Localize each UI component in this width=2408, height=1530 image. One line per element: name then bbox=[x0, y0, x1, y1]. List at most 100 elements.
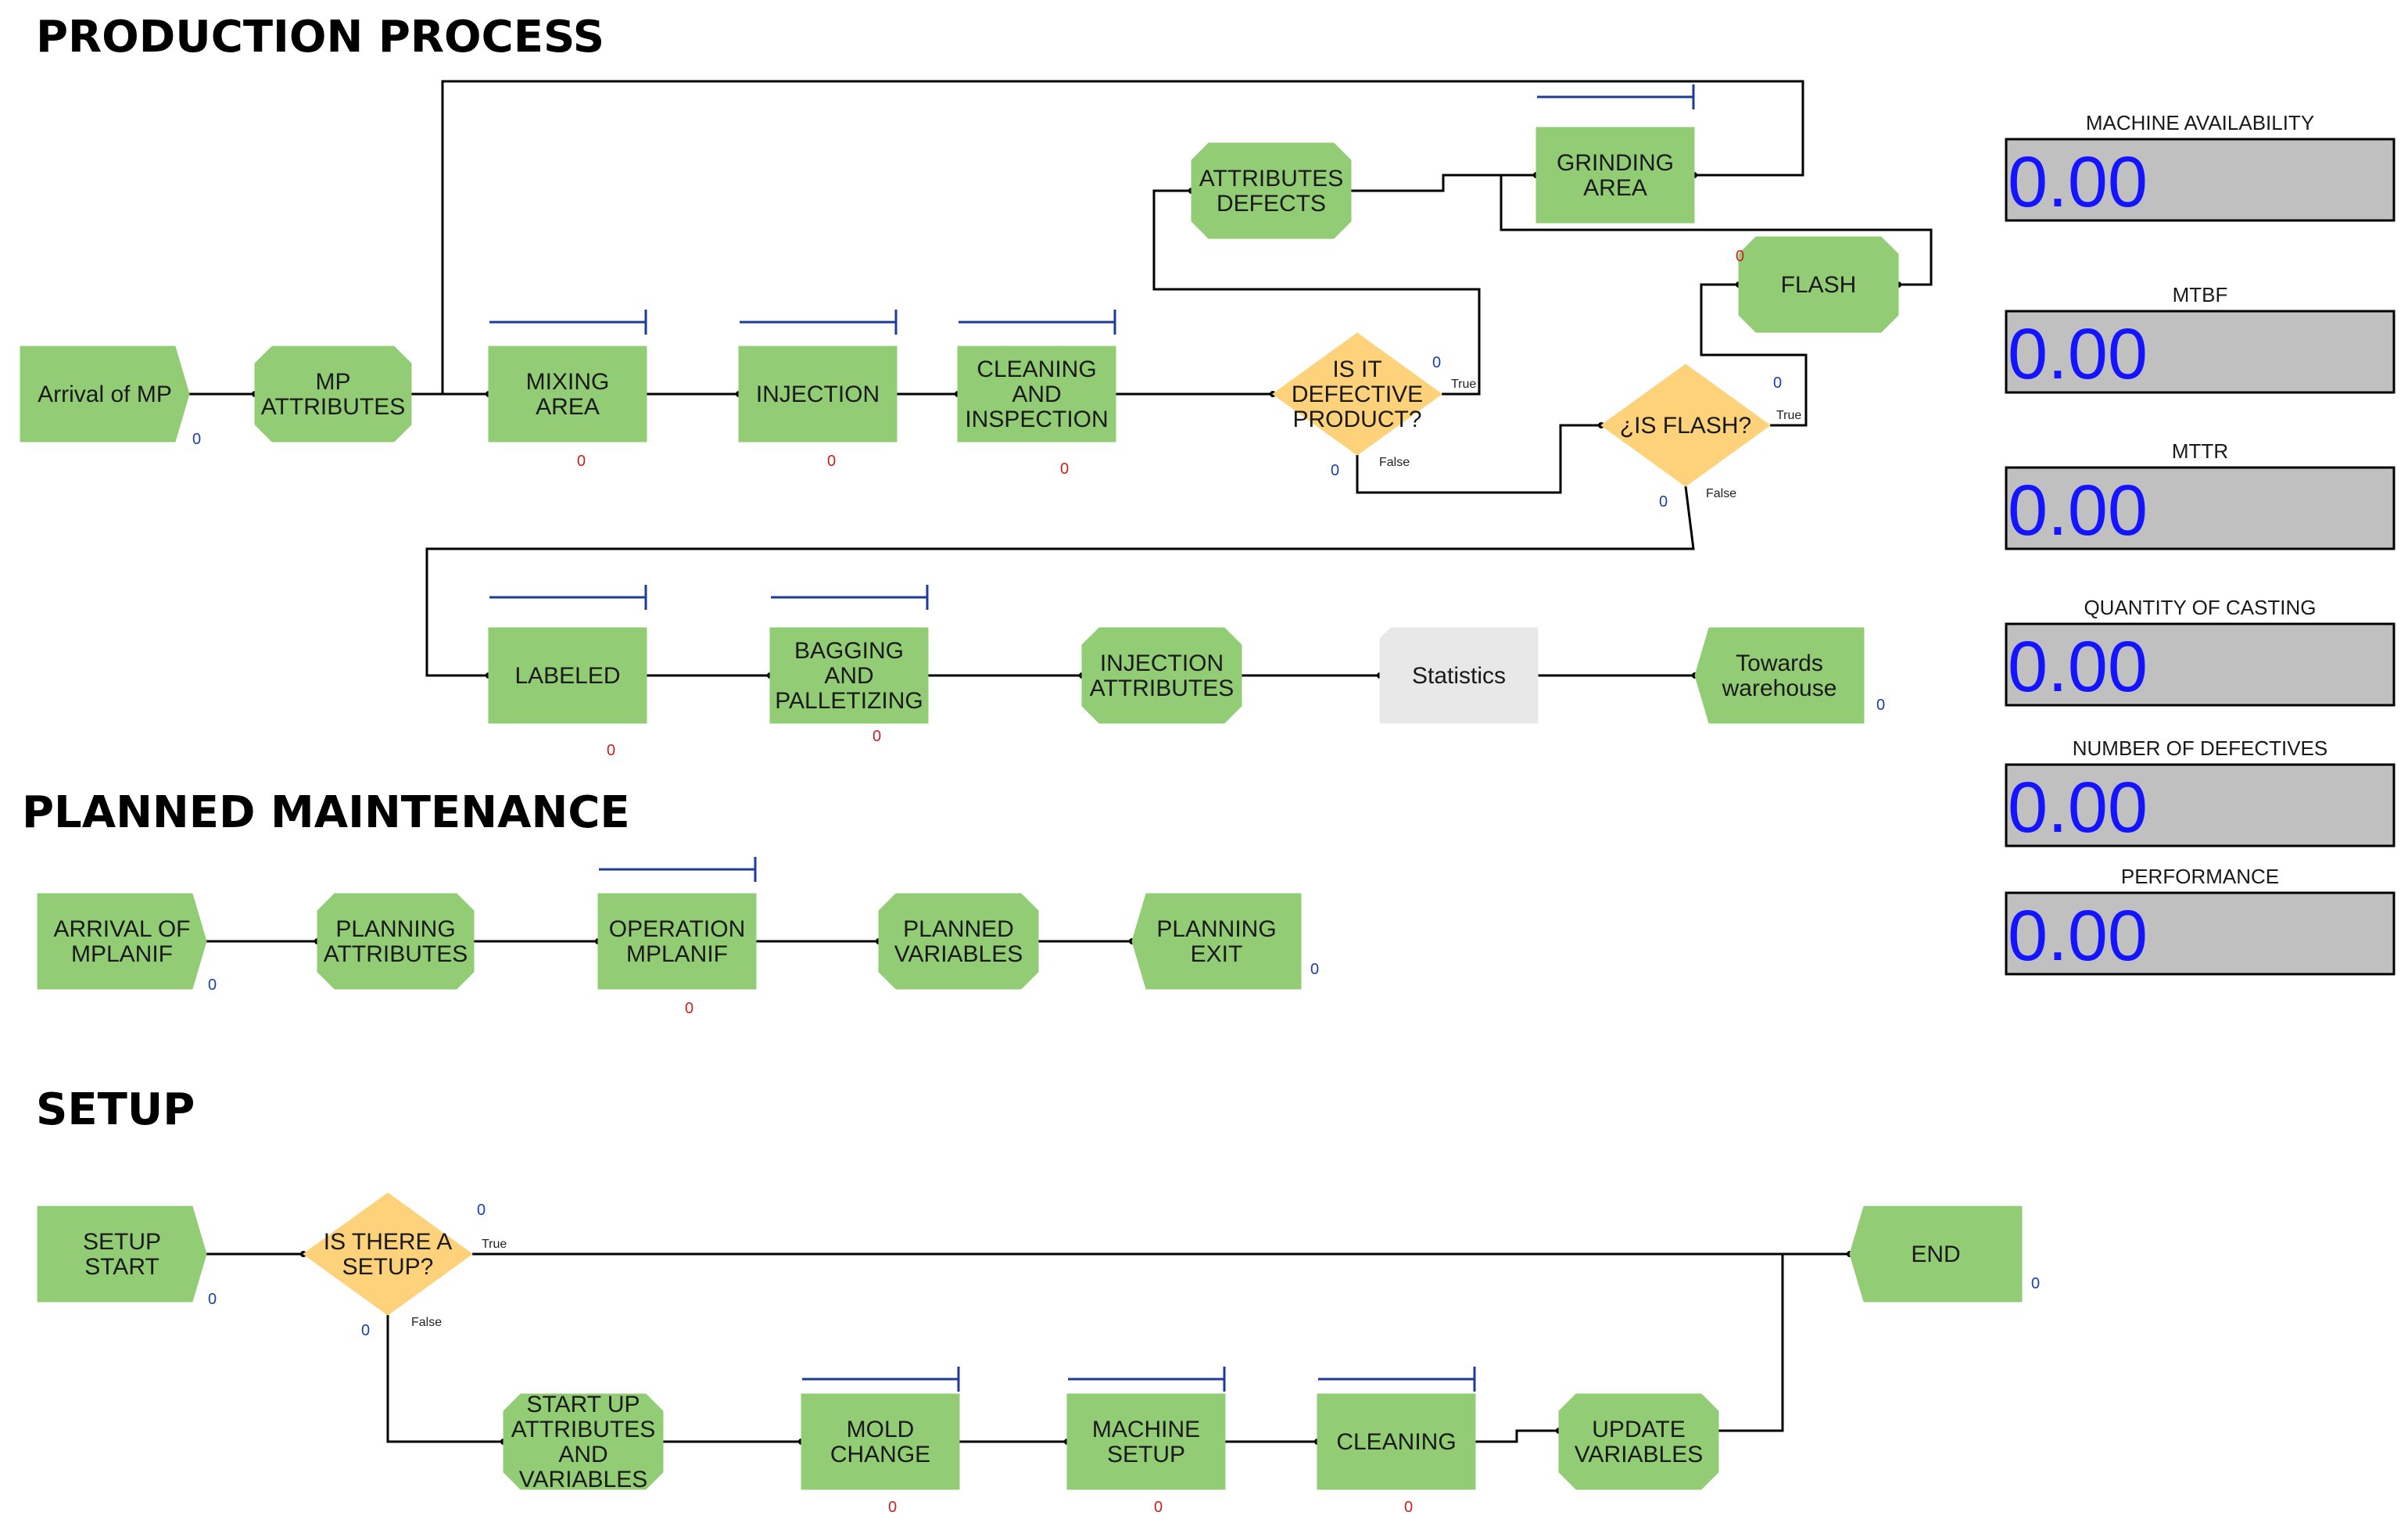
variable-label: MTBF bbox=[2173, 283, 2228, 306]
attributes-defects-label: ATTRIBUTES bbox=[1199, 166, 1343, 192]
labeled-node[interactable]: LABELED bbox=[488, 627, 647, 724]
cleaning-node[interactable]: CLEANING bbox=[1317, 1393, 1476, 1490]
connector-line bbox=[1700, 283, 1808, 427]
queue-bar bbox=[1537, 84, 1695, 109]
entity-counter: 0 bbox=[685, 1000, 693, 1017]
entity-counter: 0 bbox=[873, 728, 881, 745]
flash-label: FLASH bbox=[1781, 272, 1857, 298]
attributes-defects-shape bbox=[1191, 142, 1352, 239]
injection-shape bbox=[738, 346, 898, 443]
arrival-of-mplanif-shape bbox=[37, 893, 207, 990]
branch-label-false: False bbox=[411, 1316, 442, 1329]
machine-setup-label: MACHINE bbox=[1092, 1417, 1200, 1442]
planning-attributes-label: ATTRIBUTES bbox=[324, 941, 468, 967]
variable-label: NUMBER OF DEFECTIVES bbox=[2073, 736, 2327, 760]
branch-label-true: True bbox=[482, 1238, 507, 1251]
entity-counter: 0 bbox=[208, 976, 217, 994]
cleaning-label: CLEANING bbox=[1336, 1429, 1456, 1455]
is-it-defective-product-shape bbox=[1272, 332, 1442, 456]
variable-value-box bbox=[2005, 891, 2395, 976]
cleaning-and-inspection-shape bbox=[957, 346, 1116, 443]
setup-start-shape bbox=[37, 1206, 207, 1302]
mold-change-shape bbox=[801, 1393, 960, 1490]
machine-setup-shape bbox=[1066, 1393, 1226, 1490]
update-variables-label: VARIABLES bbox=[1575, 1442, 1704, 1467]
entity-counter: 0 bbox=[208, 1291, 217, 1308]
connector-line bbox=[1718, 1254, 1784, 1432]
variable-value: 0.00 bbox=[2008, 314, 2148, 394]
injection-node[interactable]: INJECTION bbox=[738, 346, 898, 443]
entity-counter: 0 bbox=[361, 1322, 370, 1339]
operation-mplanif-shape bbox=[597, 893, 757, 990]
queue-bar bbox=[740, 310, 898, 335]
update-variables-shape bbox=[1558, 1393, 1719, 1490]
mixing-area-label: AREA bbox=[536, 394, 600, 420]
variable-label: PERFORMANCE bbox=[2121, 865, 2279, 888]
is-it-defective-product-label: IS IT bbox=[1332, 357, 1381, 382]
mold-change-label: CHANGE bbox=[830, 1442, 930, 1467]
variable-value-box bbox=[2005, 622, 2395, 707]
injection-attributes-label: ATTRIBUTES bbox=[1090, 675, 1234, 701]
is-it-defective-product-label: PRODUCT? bbox=[1292, 407, 1421, 432]
connector-line bbox=[1356, 424, 1601, 494]
arrival-of-mp-label: Arrival of MP bbox=[38, 382, 172, 407]
cleaning-and-inspection-label: INSPECTION bbox=[965, 407, 1108, 432]
setup-start-label: SETUP bbox=[83, 1229, 161, 1255]
arrival-of-mp-node[interactable]: Arrival of MP bbox=[20, 346, 190, 443]
statistics-node[interactable]: Statistics bbox=[1379, 627, 1539, 724]
connector-lines bbox=[189, 80, 1933, 1445]
entity-counter: 0 bbox=[827, 453, 836, 470]
arrival-of-mp-shape bbox=[20, 346, 190, 443]
end-node[interactable]: END bbox=[1849, 1206, 2023, 1302]
towards-warehouse-label: warehouse bbox=[1722, 675, 1837, 701]
is-flash-node[interactable]: ¿IS FLASH? bbox=[1600, 364, 1771, 487]
branch-label-true: True bbox=[1776, 409, 1801, 422]
variable-label: MACHINE AVAILABILITY bbox=[2086, 111, 2314, 134]
variable-value-box bbox=[2005, 763, 2395, 847]
labeled-shape bbox=[488, 627, 647, 724]
labeled-label: LABELED bbox=[514, 663, 620, 689]
entity-counter: 0 bbox=[607, 742, 615, 759]
variable-display: MTBF 0.00 bbox=[2005, 283, 2395, 394]
is-it-defective-product-label: DEFECTIVE bbox=[1292, 382, 1423, 407]
connector-line bbox=[411, 80, 1804, 396]
flash-shape bbox=[1738, 236, 1899, 333]
statistics-label: Statistics bbox=[1412, 663, 1506, 689]
variable-value-box bbox=[2005, 310, 2395, 394]
entity-counter: 0 bbox=[2031, 1275, 2040, 1292]
entity-counter: 0 bbox=[888, 1499, 897, 1516]
start-up-attributes-and-variables-shape bbox=[503, 1393, 664, 1490]
connector-line bbox=[1475, 1429, 1559, 1443]
queue-bar bbox=[489, 310, 647, 335]
flash-node[interactable]: FLASH bbox=[1738, 236, 1899, 333]
branch-label-false: False bbox=[1706, 487, 1736, 500]
queue-bars bbox=[489, 84, 1695, 1392]
injection-label: INJECTION bbox=[756, 382, 880, 407]
arrival-of-mplanif-label: ARRIVAL OF bbox=[53, 916, 190, 942]
